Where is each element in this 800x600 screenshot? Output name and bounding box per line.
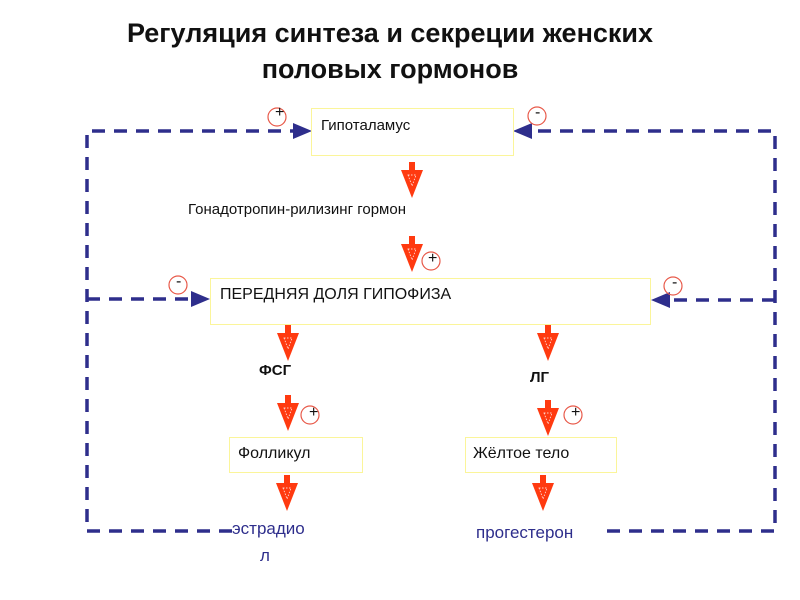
sign-circles (168, 106, 683, 425)
sign-minus: - (535, 104, 541, 121)
arrowhead-icon (191, 291, 210, 307)
minus-circle-icon (527, 106, 547, 126)
plus-circle-icon (421, 251, 441, 271)
title-line-1: Регуляция синтеза и секреции женских (126, 18, 654, 48)
plus-circle-icon (300, 405, 320, 425)
red-arrow-down-icon (276, 324, 300, 362)
hypothalamus-label: Гипоталамус (321, 117, 411, 134)
arrowhead-icon (651, 292, 670, 308)
follicle-label: Фолликул (238, 445, 311, 462)
minus-circle-icon (168, 275, 188, 295)
estradiol-feedback-line (85, 129, 300, 533)
arrowhead-icon (293, 123, 312, 139)
follicle-box: Фолликул (229, 437, 363, 473)
red-arrow-down-icon (275, 474, 299, 512)
fsh-label: ФСГ (259, 362, 292, 379)
plus-circle-icon (267, 107, 287, 127)
estradiol-label-wrap: л (260, 546, 270, 565)
estradiol-label: эстрадио (232, 519, 305, 538)
sign-minus: - (672, 274, 678, 291)
red-arrow-down-icon (536, 324, 560, 362)
arrowhead-icon (513, 123, 532, 139)
plus-circle-icon (563, 405, 583, 425)
lh-label: ЛГ (530, 369, 550, 386)
progesterone-feedback-line (525, 129, 777, 533)
sign-plus: + (428, 250, 438, 267)
red-arrow-down-icon (536, 399, 560, 437)
sign-minus: - (176, 273, 182, 290)
corpus-luteum-box: Жёлтое тело (465, 437, 617, 473)
hypothalamus-box: Гипоталамус (311, 108, 514, 156)
red-arrow-down-icon (276, 394, 300, 432)
corpus-luteum-label: Жёлтое тело (473, 445, 570, 462)
sign-plus: + (275, 104, 285, 121)
sign-plus: + (571, 404, 581, 421)
title-line-2: половых гормонов (261, 54, 519, 84)
gnrh-label: Гонадотропин-рилизинг гормон (188, 201, 406, 218)
red-arrow-down-icon (531, 474, 555, 512)
feedback-arrowheads (191, 123, 670, 308)
minus-circle-icon (663, 276, 683, 296)
red-arrow-down-icon (400, 161, 424, 199)
progesterone-label: прогестерон (476, 523, 574, 542)
anterior-pituitary-label: ПЕРЕДНЯЯ ДОЛЯ ГИПОФИЗА (220, 286, 452, 303)
red-arrow-down-icon (400, 235, 424, 273)
sign-plus: + (309, 404, 319, 421)
anterior-pituitary-box: ПЕРЕДНЯЯ ДОЛЯ ГИПОФИЗА (210, 278, 651, 325)
feedback-lines (85, 129, 777, 533)
